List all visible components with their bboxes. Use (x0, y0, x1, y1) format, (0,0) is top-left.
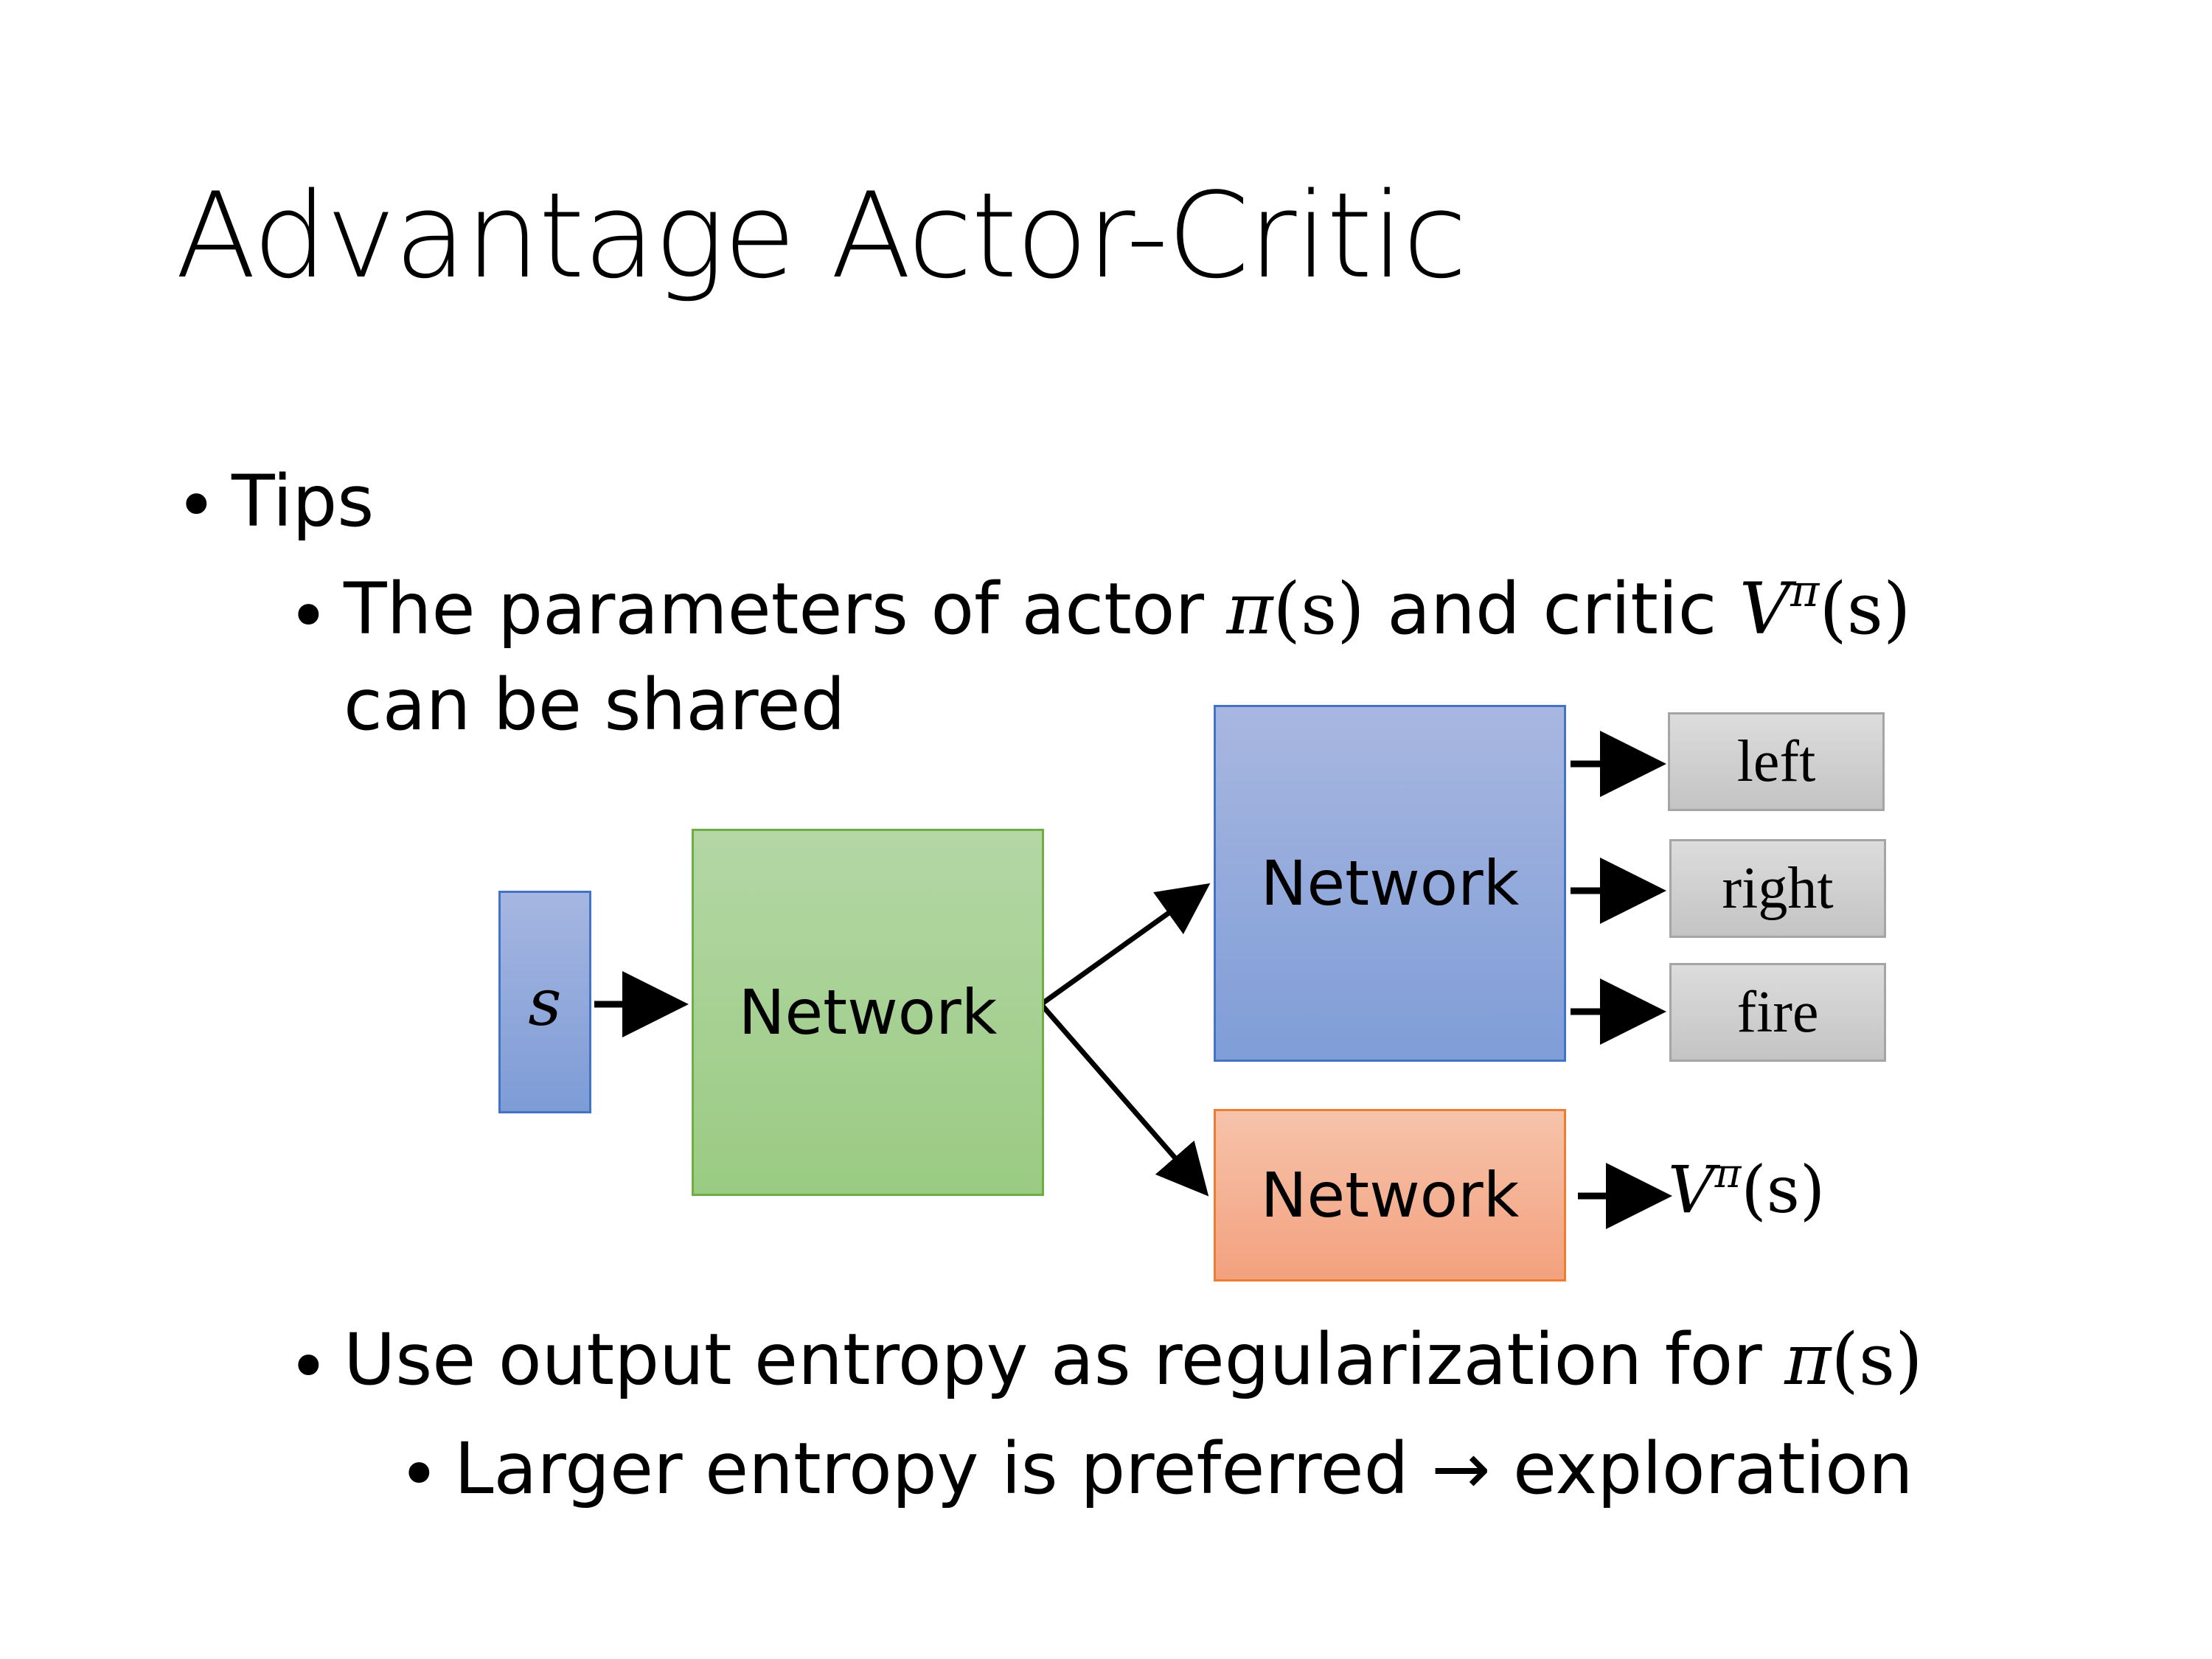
bullet-shared-params-line2: can be shared (344, 664, 846, 746)
input-state-box: s (498, 891, 591, 1113)
action-fire-label: fire (1736, 979, 1819, 1045)
value-v-arg: (s) (1741, 1152, 1826, 1228)
critic-network-box: Network (1214, 1109, 1566, 1281)
bullet-entropy: Use output entropy as regularization for… (344, 1324, 1923, 1395)
input-state-label: s (528, 964, 562, 1040)
critic-v-symbol: V (1739, 568, 1791, 650)
bullet-larger-entropy: Larger entropy is preferred → exploratio… (454, 1427, 1913, 1510)
bullet-dot: • (288, 1326, 330, 1408)
bullet-shared-params: The parameters of actor π(s) and critic … (344, 570, 1910, 644)
value-v-symbol: V (1668, 1152, 1715, 1228)
action-left-label: left (1736, 728, 1816, 794)
bullet-entropy-text: Use output entropy as regularization for (344, 1318, 1785, 1401)
actor-network-box: Network (1214, 705, 1566, 1062)
critic-network-label: Network (1260, 1159, 1520, 1231)
action-right-box: right (1669, 839, 1886, 938)
bullet-dot: • (398, 1433, 440, 1516)
bullet-shared-text-a: The parameters of actor (344, 568, 1227, 650)
value-v-superscript: π (1714, 1150, 1742, 1197)
shared-network-box: Network (692, 829, 1044, 1196)
critic-v-superscript: π (1790, 566, 1820, 618)
actor-network-label: Network (1260, 847, 1520, 919)
shared-network-label: Network (738, 976, 998, 1048)
action-left-box: left (1668, 712, 1885, 811)
entropy-pi-arg: (s) (1831, 1318, 1923, 1401)
actor-pi-arg: (s) (1273, 568, 1365, 650)
bullet-dot: • (175, 465, 218, 547)
slide-title: Advantage Actor-Critic (175, 167, 1467, 305)
action-right-label: right (1722, 855, 1834, 921)
bullet-dot: • (288, 575, 330, 658)
arrow-shared-to-critic (1039, 1002, 1209, 1197)
actor-pi-symbol: π (1226, 568, 1273, 650)
critic-v-arg: (s) (1819, 568, 1911, 650)
entropy-pi-symbol: π (1784, 1318, 1832, 1401)
bullet-tips: Tips (232, 460, 375, 543)
critic-value-output: Vπ(s) (1668, 1153, 1825, 1222)
bullet-shared-text-b: and critic (1364, 568, 1739, 650)
action-fire-box: fire (1669, 963, 1886, 1062)
arrow-shared-to-actor (1039, 883, 1211, 1006)
